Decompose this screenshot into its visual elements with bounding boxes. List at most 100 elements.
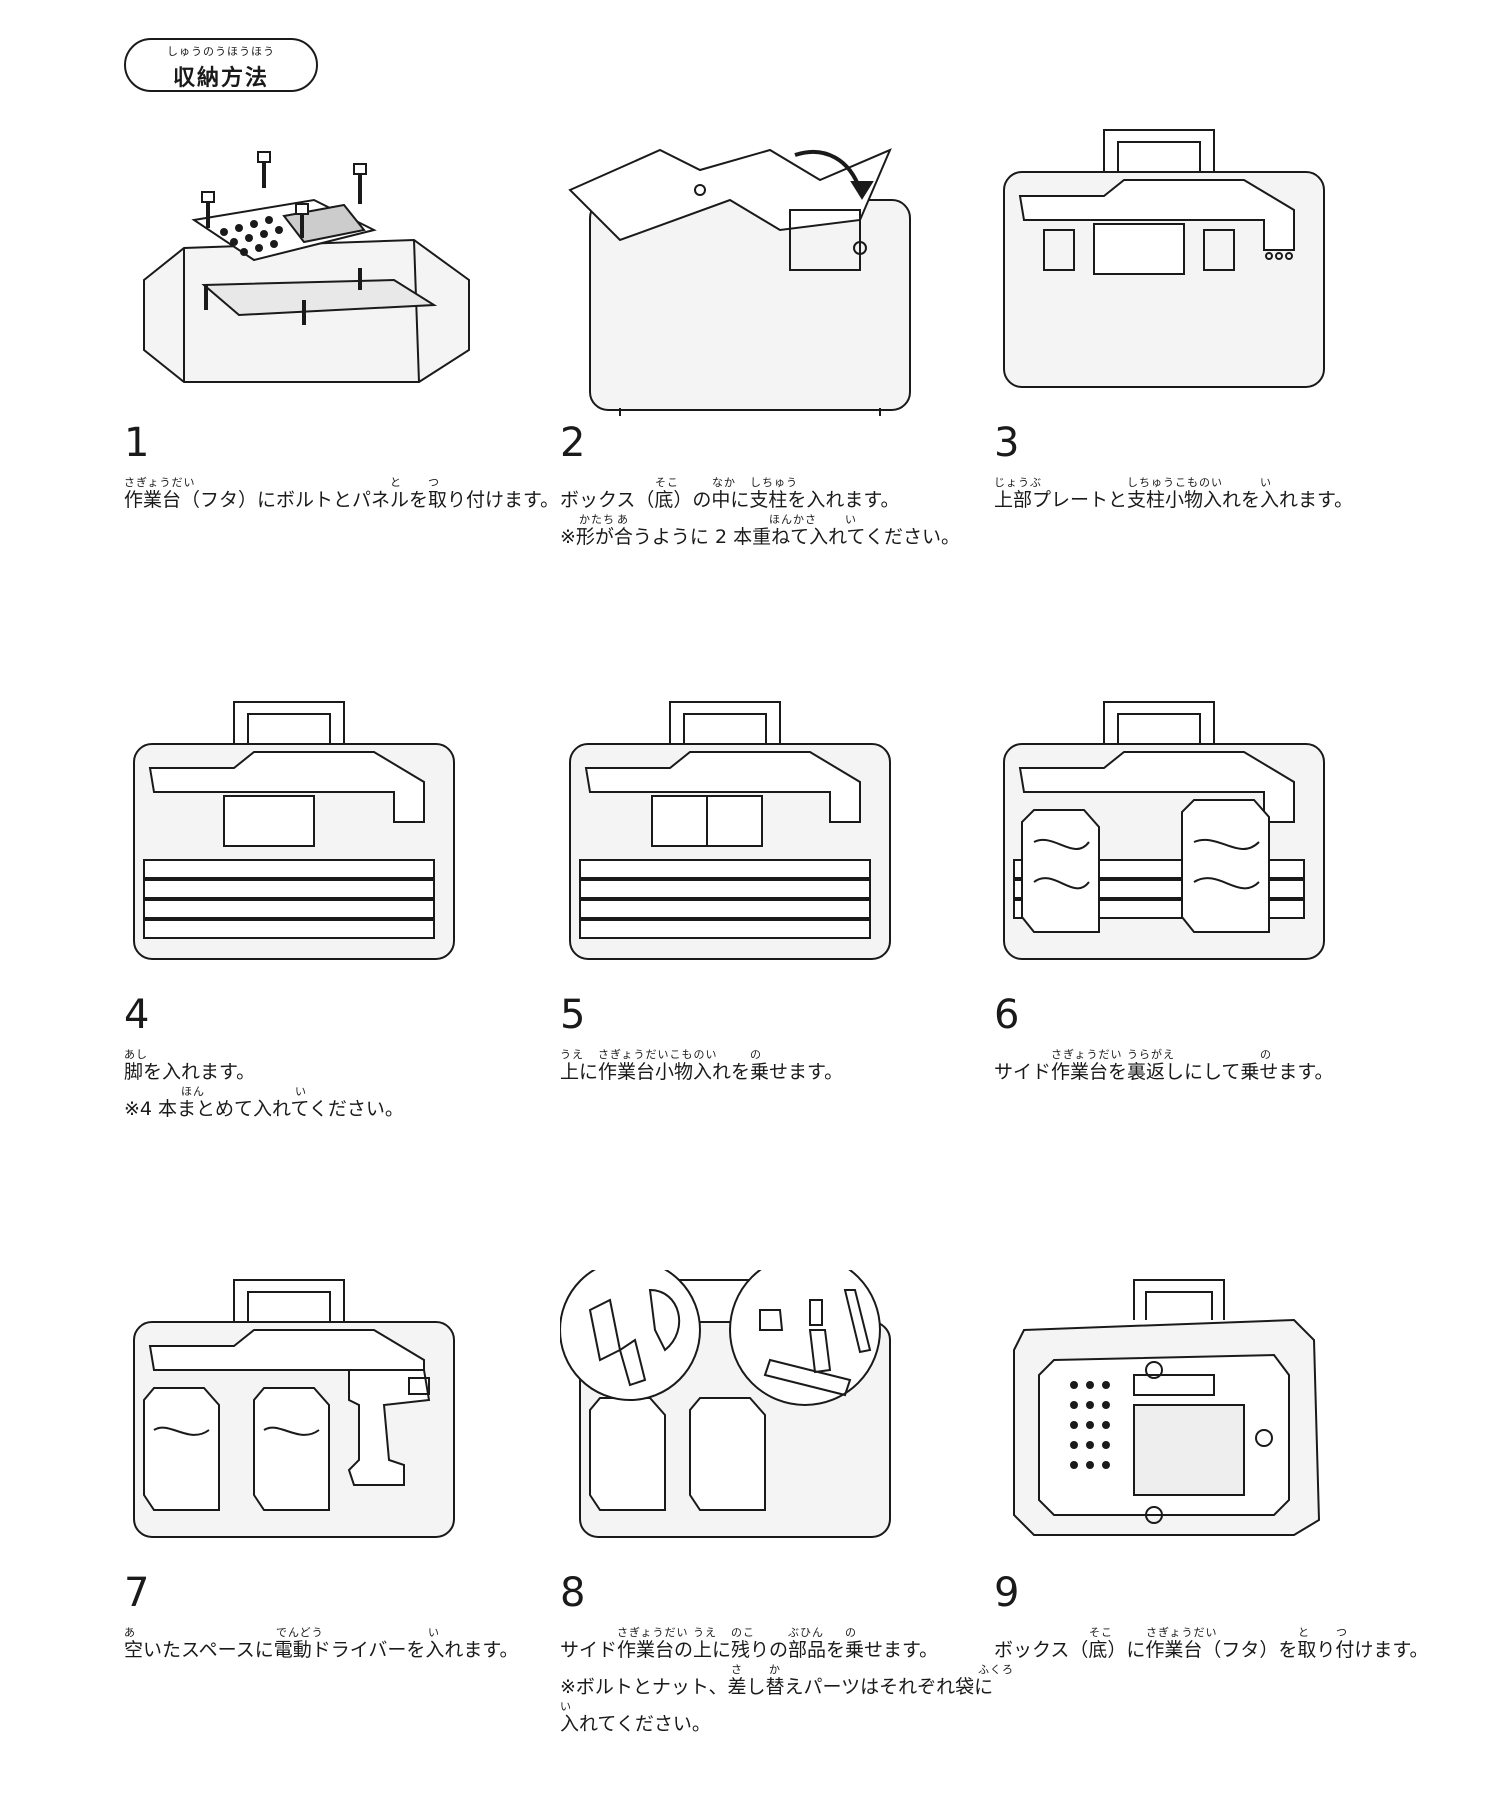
ruby-reading: そこ <box>655 476 679 489</box>
caption-text: 上に作業台小物入れを乗せます。 <box>560 1061 844 1083</box>
caption-line: ※ボルトとナット、差し替えパーツはそれぞれ袋にさ か ふくろ <box>560 1663 1013 1699</box>
step-caption: サイド作業台の上に残りの部品を乗せます。さぎょうだいうえのこぶひんの※ボルトとナ… <box>560 1625 1013 1736</box>
step-caption: ボックス（底）に作業台（フタ）を取り付けます。そこ さぎょうだい と つ <box>994 1625 1434 1662</box>
ruby-reading: あし <box>124 1048 148 1061</box>
ruby-reading: なか <box>712 476 736 489</box>
step-number: 1 <box>124 420 150 466</box>
ruby-reading: い <box>428 1626 440 1639</box>
step-number: 2 <box>560 420 586 466</box>
title-ruby: しゅうのうほうほう <box>167 45 275 58</box>
caption-line: ボックス（底）に作業台（フタ）を取り付けます。そこ さぎょうだい と つ <box>994 1626 1434 1662</box>
ruby-reading: じょうぶ <box>994 476 1042 489</box>
caption-text: 空いたスペースに電動ドライバーを入れます。 <box>124 1639 519 1661</box>
step-6: 6 サイド作業台を裏返しにして乗せます。さぎょうだいうらがえ の <box>994 692 1434 1232</box>
ruby-reading: しちゅう <box>750 476 798 489</box>
caption-line: 上に作業台小物入れを乗せます。うえ さぎょうだいこものい の <box>560 1048 1000 1084</box>
step-3: 3 上部プレートと支柱小物入れを入れます。じょうぶしちゅうこものいい <box>994 120 1434 660</box>
ruby-reading: でんどう <box>276 1626 324 1639</box>
step-8: 8 サイド作業台の上に残りの部品を乗せます。さぎょうだいうえのこぶひんの※ボルト… <box>560 1270 1013 1810</box>
step-number: 7 <box>124 1570 150 1616</box>
step-4-illustration <box>133 701 455 960</box>
ruby-reading: そこ <box>1089 1626 1113 1639</box>
caption-text: 脚を入れます。 <box>124 1061 256 1083</box>
ruby-reading: さぎょうだい <box>1146 1626 1218 1639</box>
caption-line: 作業台（フタ）にボルトとパネルを取り付けます。さぎょうだい と つ <box>124 476 564 512</box>
ruby-reading: の <box>1260 1048 1272 1061</box>
section-title-badge: しゅうのうほうほう 収納方法 <box>124 38 318 92</box>
ruby-reading: うえ <box>693 1626 717 1639</box>
page-title: 収納方法 <box>172 66 269 91</box>
caption-text: サイド作業台を裏返しにして乗せます。 <box>994 1061 1334 1083</box>
step-caption: ボックス（底）の中に支柱を入れます。そこ なか しちゅう ※形が合うように 2 本重ね… <box>560 475 1000 549</box>
caption-text: ボックス（底）の中に支柱を入れます。 <box>560 489 900 511</box>
caption-text: 入れてください。 <box>560 1712 711 1735</box>
ruby-reading: つ <box>1336 1626 1348 1639</box>
caption-line: 上部プレートと支柱小物入れを入れます。じょうぶしちゅうこものいい <box>994 476 1434 512</box>
ruby-reading: うえ <box>560 1048 584 1061</box>
caption-text: ※形が合うように 2 本重ねて入れてください。 <box>560 525 960 548</box>
step-2-illustration <box>568 148 911 416</box>
ruby-reading: さぎょうだい <box>1051 1048 1123 1061</box>
step-caption: 脚を入れます。あし ※4 本まとめて入れてください。ほん い <box>124 1047 564 1121</box>
ruby-reading: さぎょうだい <box>124 476 196 489</box>
ruby-reading: さぎょうだいこものい <box>598 1048 718 1061</box>
step-9-illustration <box>1013 1279 1321 1536</box>
ruby-reading: い <box>845 512 857 526</box>
ruby-reading: い <box>295 1084 307 1098</box>
step-caption: サイド作業台を裏返しにして乗せます。さぎょうだいうらがえ の <box>994 1047 1434 1084</box>
step-1-illustration <box>143 151 470 383</box>
step-4: 4 脚を入れます。あし ※4 本まとめて入れてください。ほん い <box>124 692 564 1232</box>
ruby-reading: しちゅうこものい <box>1127 476 1223 489</box>
ruby-reading: かたち <box>579 512 615 526</box>
step-3-illustration <box>1003 129 1325 388</box>
caption-line: 入れてください。い <box>560 1700 1000 1736</box>
step-number: 6 <box>994 992 1020 1038</box>
ruby-reading: か <box>769 1662 781 1676</box>
step-7: 7 空いたスペースに電動ドライバーを入れます。あ でんどう い <box>124 1270 564 1810</box>
step-1: 1 作業台（フタ）にボルトとパネルを取り付けます。さぎょうだい と つ <box>124 120 564 660</box>
ruby-reading: うらがえ <box>1127 1048 1175 1061</box>
ruby-reading: さぎょうだい <box>617 1626 689 1639</box>
caption-text: ※ボルトとナット、差し替えパーツはそれぞれ袋に <box>560 1675 994 1698</box>
caption-text: ボックス（底）に作業台（フタ）を取り付けます。 <box>994 1639 1429 1661</box>
caption-line: ※形が合うように 2 本重ねて入れてください。かたちあ ほんかさ い <box>560 513 1000 549</box>
caption-text: サイド作業台の上に残りの部品を乗せます。 <box>560 1639 939 1661</box>
ruby-reading: ほんかさ <box>769 512 817 526</box>
caption-line: 空いたスペースに電動ドライバーを入れます。あ でんどう い <box>124 1626 564 1662</box>
ruby-reading: あ <box>617 512 629 526</box>
ruby-reading: い <box>1260 476 1272 489</box>
ruby-reading: さ <box>731 1662 743 1676</box>
caption-text: ※4 本まとめて入れてください。 <box>124 1097 404 1120</box>
step-number: 3 <box>994 420 1020 466</box>
ruby-reading: い <box>560 1699 572 1713</box>
ruby-reading: と <box>1298 1626 1310 1639</box>
step-8-illustration <box>560 1270 891 1538</box>
ruby-reading: ほん <box>181 1084 205 1098</box>
ruby-reading: あ <box>124 1626 136 1639</box>
step-2: 2 ボックス（底）の中に支柱を入れます。そこ なか しちゅう ※形が合うように 2 本… <box>560 120 1000 660</box>
ruby-reading: と <box>390 476 402 489</box>
step-number: 8 <box>560 1570 586 1616</box>
step-caption: 上に作業台小物入れを乗せます。うえ さぎょうだいこものい の <box>560 1047 1000 1084</box>
caption-line: 脚を入れます。あし <box>124 1048 564 1084</box>
step-caption: 上部プレートと支柱小物入れを入れます。じょうぶしちゅうこものいい <box>994 475 1434 512</box>
caption-line: ※4 本まとめて入れてください。ほん い <box>124 1085 564 1121</box>
step-caption: 作業台（フタ）にボルトとパネルを取り付けます。さぎょうだい と つ <box>124 475 564 512</box>
step-5: 5 上に作業台小物入れを乗せます。うえ さぎょうだいこものい の <box>560 692 1000 1232</box>
caption-line: サイド作業台の上に残りの部品を乗せます。さぎょうだいうえのこぶひんの <box>560 1626 1000 1662</box>
ruby-reading: のこ <box>731 1626 755 1639</box>
step-7-illustration <box>133 1279 455 1538</box>
ruby-reading: の <box>845 1626 857 1639</box>
step-number: 4 <box>124 992 150 1038</box>
caption-text: 作業台（フタ）にボルトとパネルを取り付けます。 <box>124 489 560 511</box>
step-caption: 空いたスペースに電動ドライバーを入れます。あ でんどう い <box>124 1625 564 1662</box>
step-number: 9 <box>994 1570 1020 1616</box>
step-number: 5 <box>560 992 586 1038</box>
ruby-reading: ふくろ <box>978 1662 1014 1676</box>
step-5-illustration <box>569 701 891 960</box>
caption-line: ボックス（底）の中に支柱を入れます。そこ なか しちゅう <box>560 476 1000 512</box>
step-6-illustration <box>1003 701 1325 960</box>
ruby-reading: つ <box>428 476 440 489</box>
ruby-reading: の <box>750 1048 762 1061</box>
caption-line: サイド作業台を裏返しにして乗せます。さぎょうだいうらがえ の <box>994 1048 1434 1084</box>
